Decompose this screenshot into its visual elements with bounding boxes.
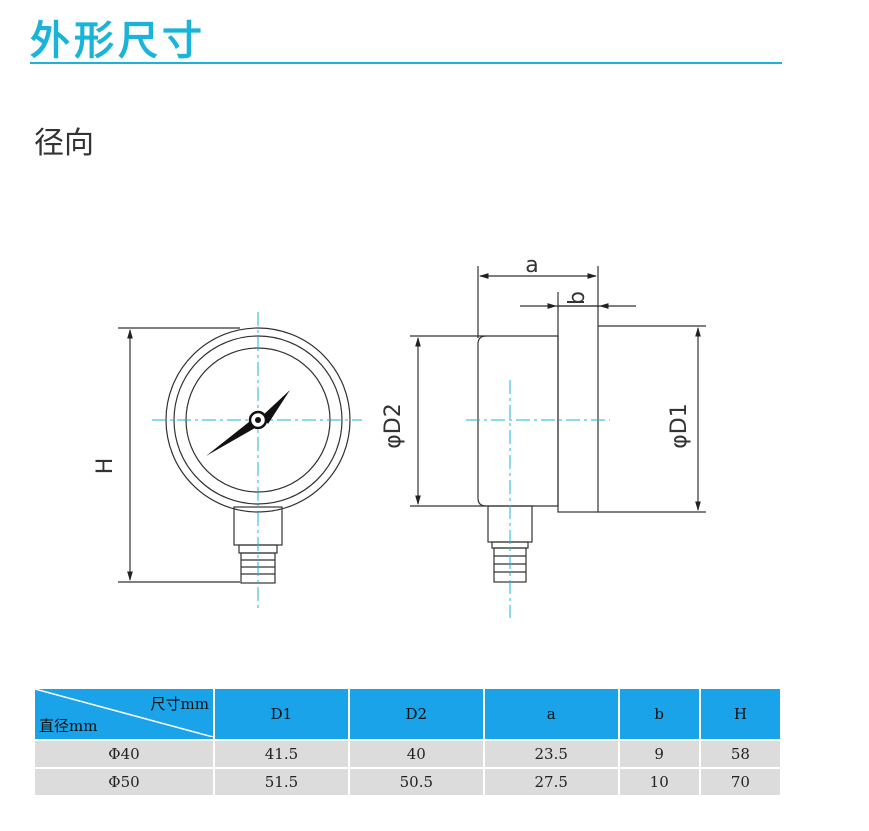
case-body — [477, 335, 559, 507]
table-cell: 51.5 — [215, 769, 348, 795]
column-header: H — [700, 689, 780, 739]
table-cell: 23.5 — [484, 741, 618, 767]
label-d1: φD1 — [667, 403, 692, 448]
label-b: b — [565, 291, 590, 305]
section-subtitle: 径向 — [34, 126, 94, 161]
table-row: Φ50 51.5 50.5 27.5 10 70 — [35, 769, 780, 795]
corner-label-diameter: 直径mm — [39, 717, 98, 735]
gauge-inner-ring — [173, 335, 343, 505]
corner-label-size: 尺寸mm — [150, 695, 209, 713]
label-a: a — [525, 253, 538, 278]
gauge-needle-tail — [262, 390, 290, 424]
page-title: 外形尺寸 — [30, 18, 206, 64]
column-header: D2 — [349, 689, 483, 739]
table-cell: 10 — [619, 769, 699, 795]
table-header-row: 尺寸mm 直径mm D1 D2 a b H — [35, 689, 780, 739]
title-divider — [30, 62, 782, 64]
label-d2: φD2 — [381, 403, 406, 448]
bezel-ring — [557, 305, 599, 513]
table-cell: 40 — [349, 741, 483, 767]
table-cell: 9 — [619, 741, 699, 767]
row-diameter: Φ40 — [35, 741, 213, 767]
table-corner-cell: 尺寸mm 直径mm — [35, 689, 213, 739]
corner-diagonal — [35, 689, 213, 737]
table-cell: 27.5 — [484, 769, 618, 795]
table-cell: 70 — [700, 769, 780, 795]
table-cell: 58 — [700, 741, 780, 767]
table-row: Φ40 41.5 40 23.5 9 58 — [35, 741, 780, 767]
table-cell: 41.5 — [215, 741, 348, 767]
column-header: b — [619, 689, 699, 739]
table-cell: 50.5 — [349, 769, 483, 795]
gauge-needle — [206, 418, 262, 456]
dimension-table: 尺寸mm 直径mm D1 D2 a b H Φ40 41.5 40 23.5 9… — [33, 687, 782, 797]
row-diameter: Φ50 — [35, 769, 213, 795]
column-header: a — [484, 689, 618, 739]
column-header: D1 — [215, 689, 348, 739]
label-h: H — [93, 458, 118, 475]
gauge-dimension-drawing: H φD2 φD1 a b — [93, 253, 706, 618]
